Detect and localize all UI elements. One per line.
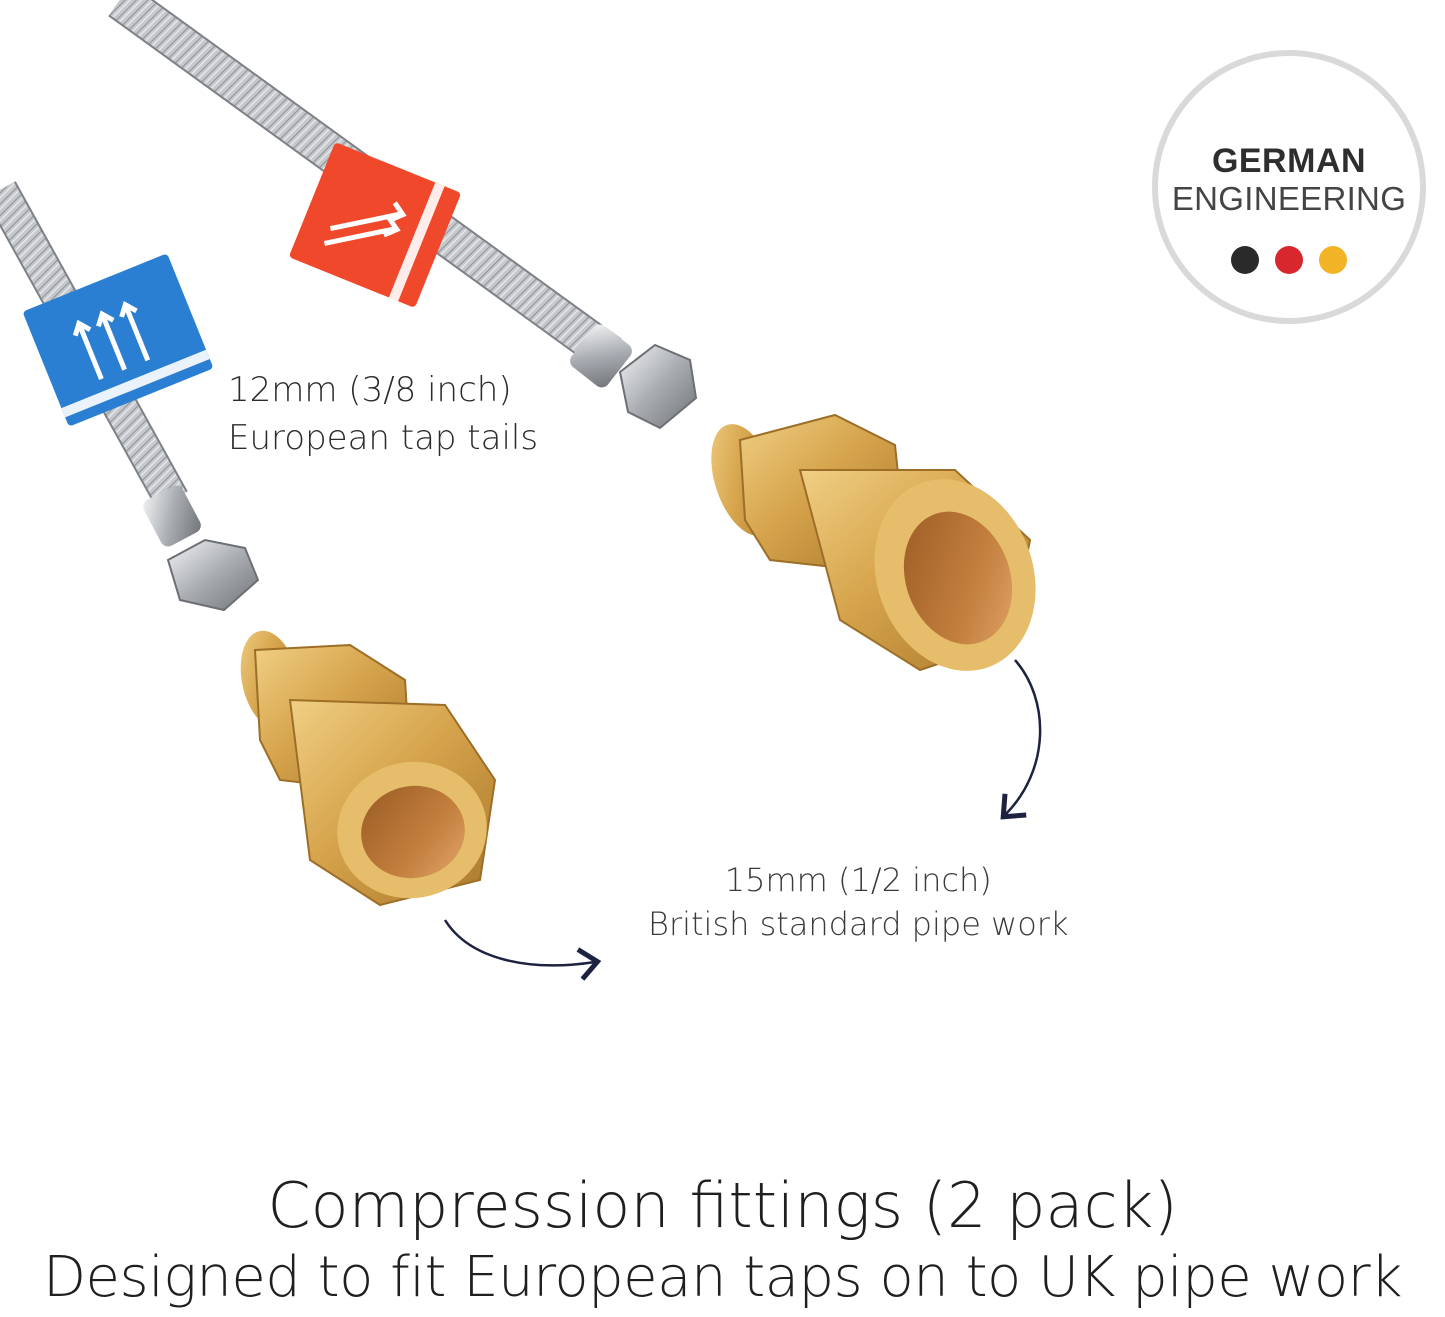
blue-flow-tag (23, 254, 213, 426)
tap-tails-description: European tap tails (228, 418, 539, 458)
long-hose-nut (570, 324, 698, 430)
badge-line-german: GERMAN (1211, 142, 1367, 180)
black-dot-icon (1231, 246, 1259, 274)
long-hose (108, 0, 698, 430)
flag-dots (1158, 246, 1420, 274)
badge-line-engineering: ENGINEERING (1171, 180, 1407, 217)
red-dot-icon (1275, 246, 1303, 274)
short-hose (0, 181, 260, 612)
brass-fitting-right (711, 413, 1036, 672)
curved-arrow-right (1000, 659, 1042, 820)
german-engineering-badge: GERMAN ENGINEERING (1152, 50, 1426, 324)
tap-tails-label: 12mm (3/8 inch) European tap tails (228, 366, 538, 462)
pipe-work-size: 15mm (1/2 inch) (724, 861, 992, 899)
short-hose-nut (143, 485, 260, 612)
caption-subtitle: Designed to fit European taps on to UK p… (42, 1245, 1403, 1310)
red-flow-tag (289, 143, 461, 307)
caption-title: Compression fittings (2 pack) (267, 1169, 1178, 1242)
pipe-work-description: British standard pipe work (648, 905, 1069, 943)
pipe-work-label: 15mm (1/2 inch) British standard pipe wo… (648, 858, 1068, 946)
curved-arrow-left (443, 919, 602, 981)
brass-fitting-left (240, 630, 497, 907)
tap-tails-size: 12mm (3/8 inch) (228, 370, 512, 410)
gold-dot-icon (1319, 246, 1347, 274)
